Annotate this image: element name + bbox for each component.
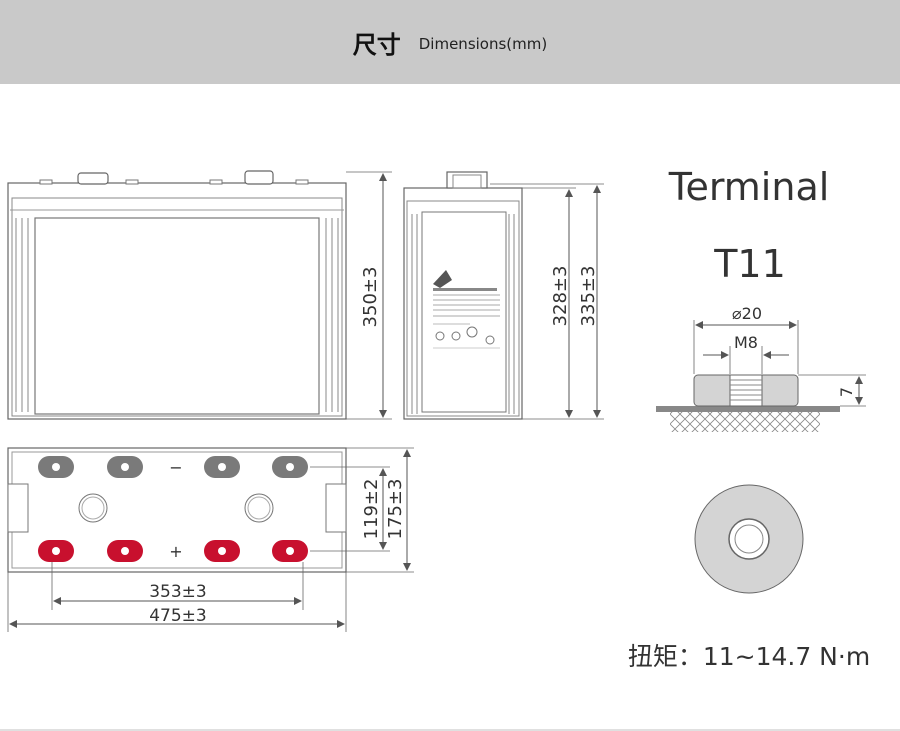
page-header: 尺寸 Dimensions(mm) <box>0 0 900 84</box>
length-label: 475±3 <box>149 606 207 626</box>
terminal-height-label: 7 <box>837 387 856 397</box>
thread-label: M8 <box>734 333 758 352</box>
header-title-en: Dimensions(mm) <box>418 35 548 53</box>
side-view: 328±3 335±3 <box>403 171 604 420</box>
negative-terminals <box>38 456 308 478</box>
terminal-model: T11 <box>713 242 786 286</box>
top-inner-width-label: 119±2 <box>361 479 382 540</box>
front-height-label: 350±3 <box>360 267 381 328</box>
top-outer-width-label: 175±3 <box>385 479 406 540</box>
front-view: 350±3 <box>7 170 392 420</box>
battery-label-graphic <box>433 270 500 349</box>
footer-divider <box>0 729 900 731</box>
side-outer-height-label: 335±3 <box>578 266 599 327</box>
negative-sign: − <box>169 458 182 477</box>
terminal-spacing-label: 353±3 <box>149 582 207 602</box>
positive-sign: + <box>169 542 182 561</box>
terminal-detail: Terminal T11 ⌀20 M8 7 扭矩：11~14.7 N·m <box>628 165 870 671</box>
header-title-zh: 尺寸 <box>352 30 401 59</box>
positive-terminals <box>38 540 308 562</box>
side-inner-height-label: 328±3 <box>550 266 571 327</box>
terminal-title: Terminal <box>668 165 830 209</box>
top-view: − + 119±2 175±3 353±3 475±3 <box>7 447 414 632</box>
outer-diameter-label: ⌀20 <box>732 304 762 323</box>
dimension-drawing: 350±3 <box>7 165 870 671</box>
torque-label: 扭矩：11~14.7 N·m <box>628 642 870 671</box>
